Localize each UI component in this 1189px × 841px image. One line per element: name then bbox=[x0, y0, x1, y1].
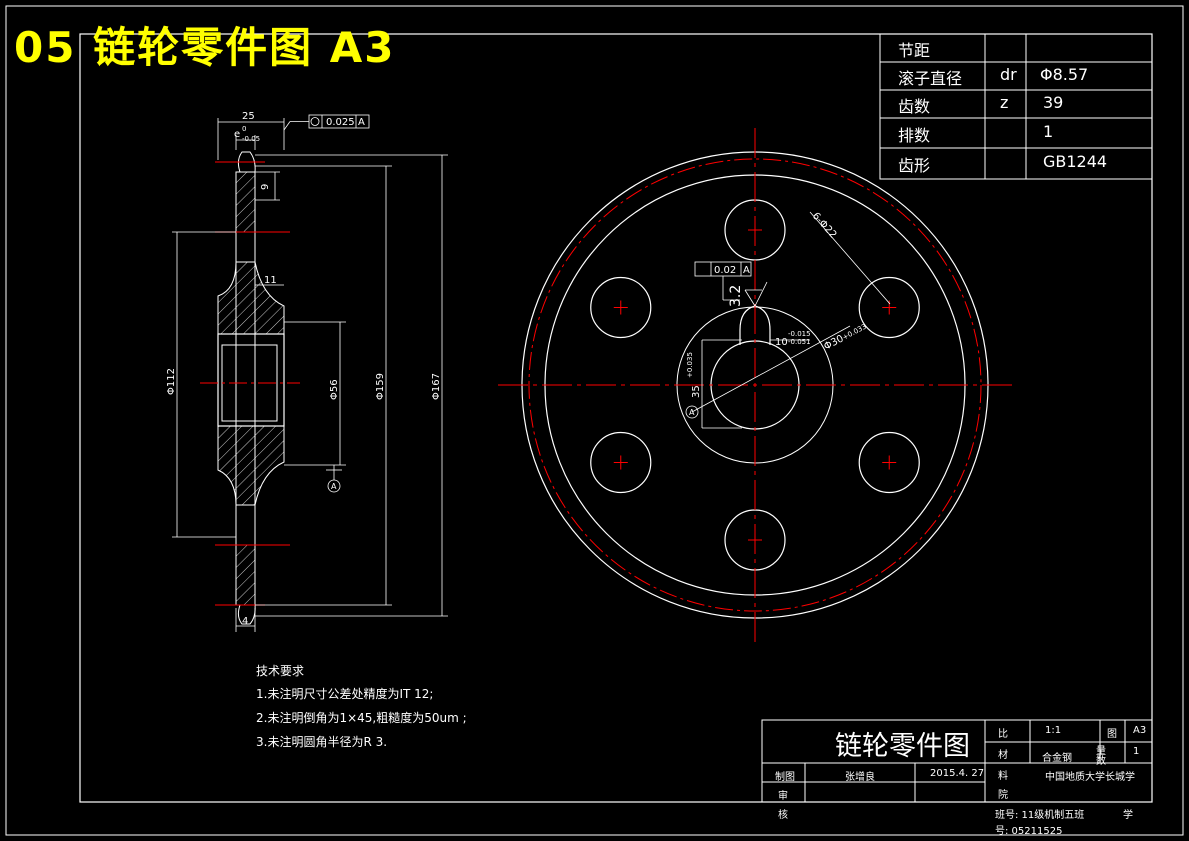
lightening-hole bbox=[590, 276, 652, 339]
dim-e: e bbox=[234, 129, 240, 140]
tol-datum: A bbox=[358, 117, 365, 128]
param-symbol: dr bbox=[1000, 65, 1017, 84]
lightening-hole bbox=[858, 276, 920, 339]
college2: 院 bbox=[998, 790, 1008, 801]
banner-title: 05 链轮零件图 A3 bbox=[14, 23, 396, 72]
dim-159: Φ159 bbox=[375, 373, 386, 400]
material2: 料 bbox=[998, 771, 1008, 782]
drafter-name: 张增良 bbox=[845, 772, 875, 783]
title-block bbox=[761, 719, 1153, 803]
dim-56: Φ56 bbox=[329, 379, 340, 400]
param-table bbox=[879, 33, 1153, 180]
drawing-title: 链轮零件图 bbox=[835, 731, 970, 762]
tech-item: 1.未注明尺寸公差处精度为IT 12; bbox=[256, 687, 434, 701]
param-value: 39 bbox=[1043, 93, 1064, 112]
qty-label2: 量 bbox=[1096, 746, 1106, 757]
student-no: 号: 05211525 bbox=[995, 826, 1063, 837]
dim-holes: 6-Φ22 bbox=[810, 211, 839, 241]
dim-11: 11 bbox=[264, 275, 277, 286]
dim-e-up: 0 bbox=[242, 125, 246, 133]
flat-datum: A bbox=[743, 265, 750, 276]
dim-4: 4 bbox=[242, 616, 248, 627]
lightening-hole bbox=[858, 431, 920, 494]
tech-item: 2.未注明倒角为1×45,粗糙度为50um ; bbox=[256, 711, 467, 725]
dim-35-tol: +0.035 bbox=[686, 352, 694, 378]
front-view bbox=[498, 128, 1014, 644]
flat-tol: 0.02 bbox=[714, 265, 736, 276]
dim-bore-tol: +0.033 bbox=[841, 323, 868, 342]
datum-mark-front: A bbox=[689, 408, 695, 417]
class-info: 班号: 11级机制五班 bbox=[995, 810, 1085, 821]
tech-item: 3.未注明圆角半径为R 3. bbox=[256, 735, 388, 749]
qty-value: 1 bbox=[1133, 746, 1140, 757]
student-label: 学 bbox=[1123, 810, 1133, 821]
roughness: 3.2 bbox=[728, 285, 744, 307]
dim-112: Φ112 bbox=[166, 368, 177, 395]
dim-width: 25 bbox=[242, 111, 255, 122]
section-view bbox=[172, 114, 448, 632]
frame-border bbox=[79, 33, 1153, 803]
lightening-hole bbox=[590, 431, 652, 494]
param-value: Φ8.57 bbox=[1040, 65, 1089, 84]
dim-keyway-dn: -0.051 bbox=[788, 338, 811, 346]
sheet-label: 图 bbox=[1107, 729, 1117, 740]
dim-35: 35 bbox=[691, 385, 702, 398]
param-symbol: z bbox=[1000, 93, 1009, 112]
datum-mark-side: A bbox=[331, 482, 337, 491]
dim-9: 9 bbox=[260, 184, 271, 190]
param-name: 齿数 bbox=[898, 97, 931, 116]
qty-label: 数 bbox=[1096, 756, 1106, 767]
college: 中国地质大学长城学 bbox=[1045, 772, 1135, 783]
drafter-label: 制图 bbox=[775, 772, 795, 783]
tech-title: 技术要求 bbox=[256, 664, 305, 678]
param-value: GB1244 bbox=[1043, 152, 1108, 171]
draw-date: 2015.4. 27 bbox=[930, 768, 985, 779]
sheet-border bbox=[5, 5, 1184, 836]
param-name: 齿形 bbox=[898, 156, 931, 175]
sheet-value: A3 bbox=[1133, 725, 1147, 736]
dimension-texts: 25 e 0 -0.05 0.025 A 9 11 4 Φ112 Φ56 Φ15… bbox=[166, 111, 868, 627]
param-value: 1 bbox=[1043, 122, 1054, 141]
dim-keyway: 10 bbox=[775, 337, 788, 348]
param-name: 排数 bbox=[898, 126, 931, 145]
material-value: 合金钢 bbox=[1042, 753, 1072, 764]
param-name: 滚子直径 bbox=[898, 69, 963, 88]
param-name: 节距 bbox=[898, 41, 931, 60]
scale-value: 1:1 bbox=[1045, 725, 1062, 736]
review-label: 审 bbox=[778, 791, 788, 802]
review-label2: 核 bbox=[778, 810, 788, 821]
material-label: 材 bbox=[998, 750, 1008, 761]
tol-value: 0.025 bbox=[326, 117, 355, 128]
dim-keyway-up: -0.015 bbox=[788, 330, 811, 338]
scale-label: 比 bbox=[998, 729, 1008, 740]
dim-167: Φ167 bbox=[431, 373, 442, 400]
dim-e-dn: -0.05 bbox=[242, 135, 260, 143]
